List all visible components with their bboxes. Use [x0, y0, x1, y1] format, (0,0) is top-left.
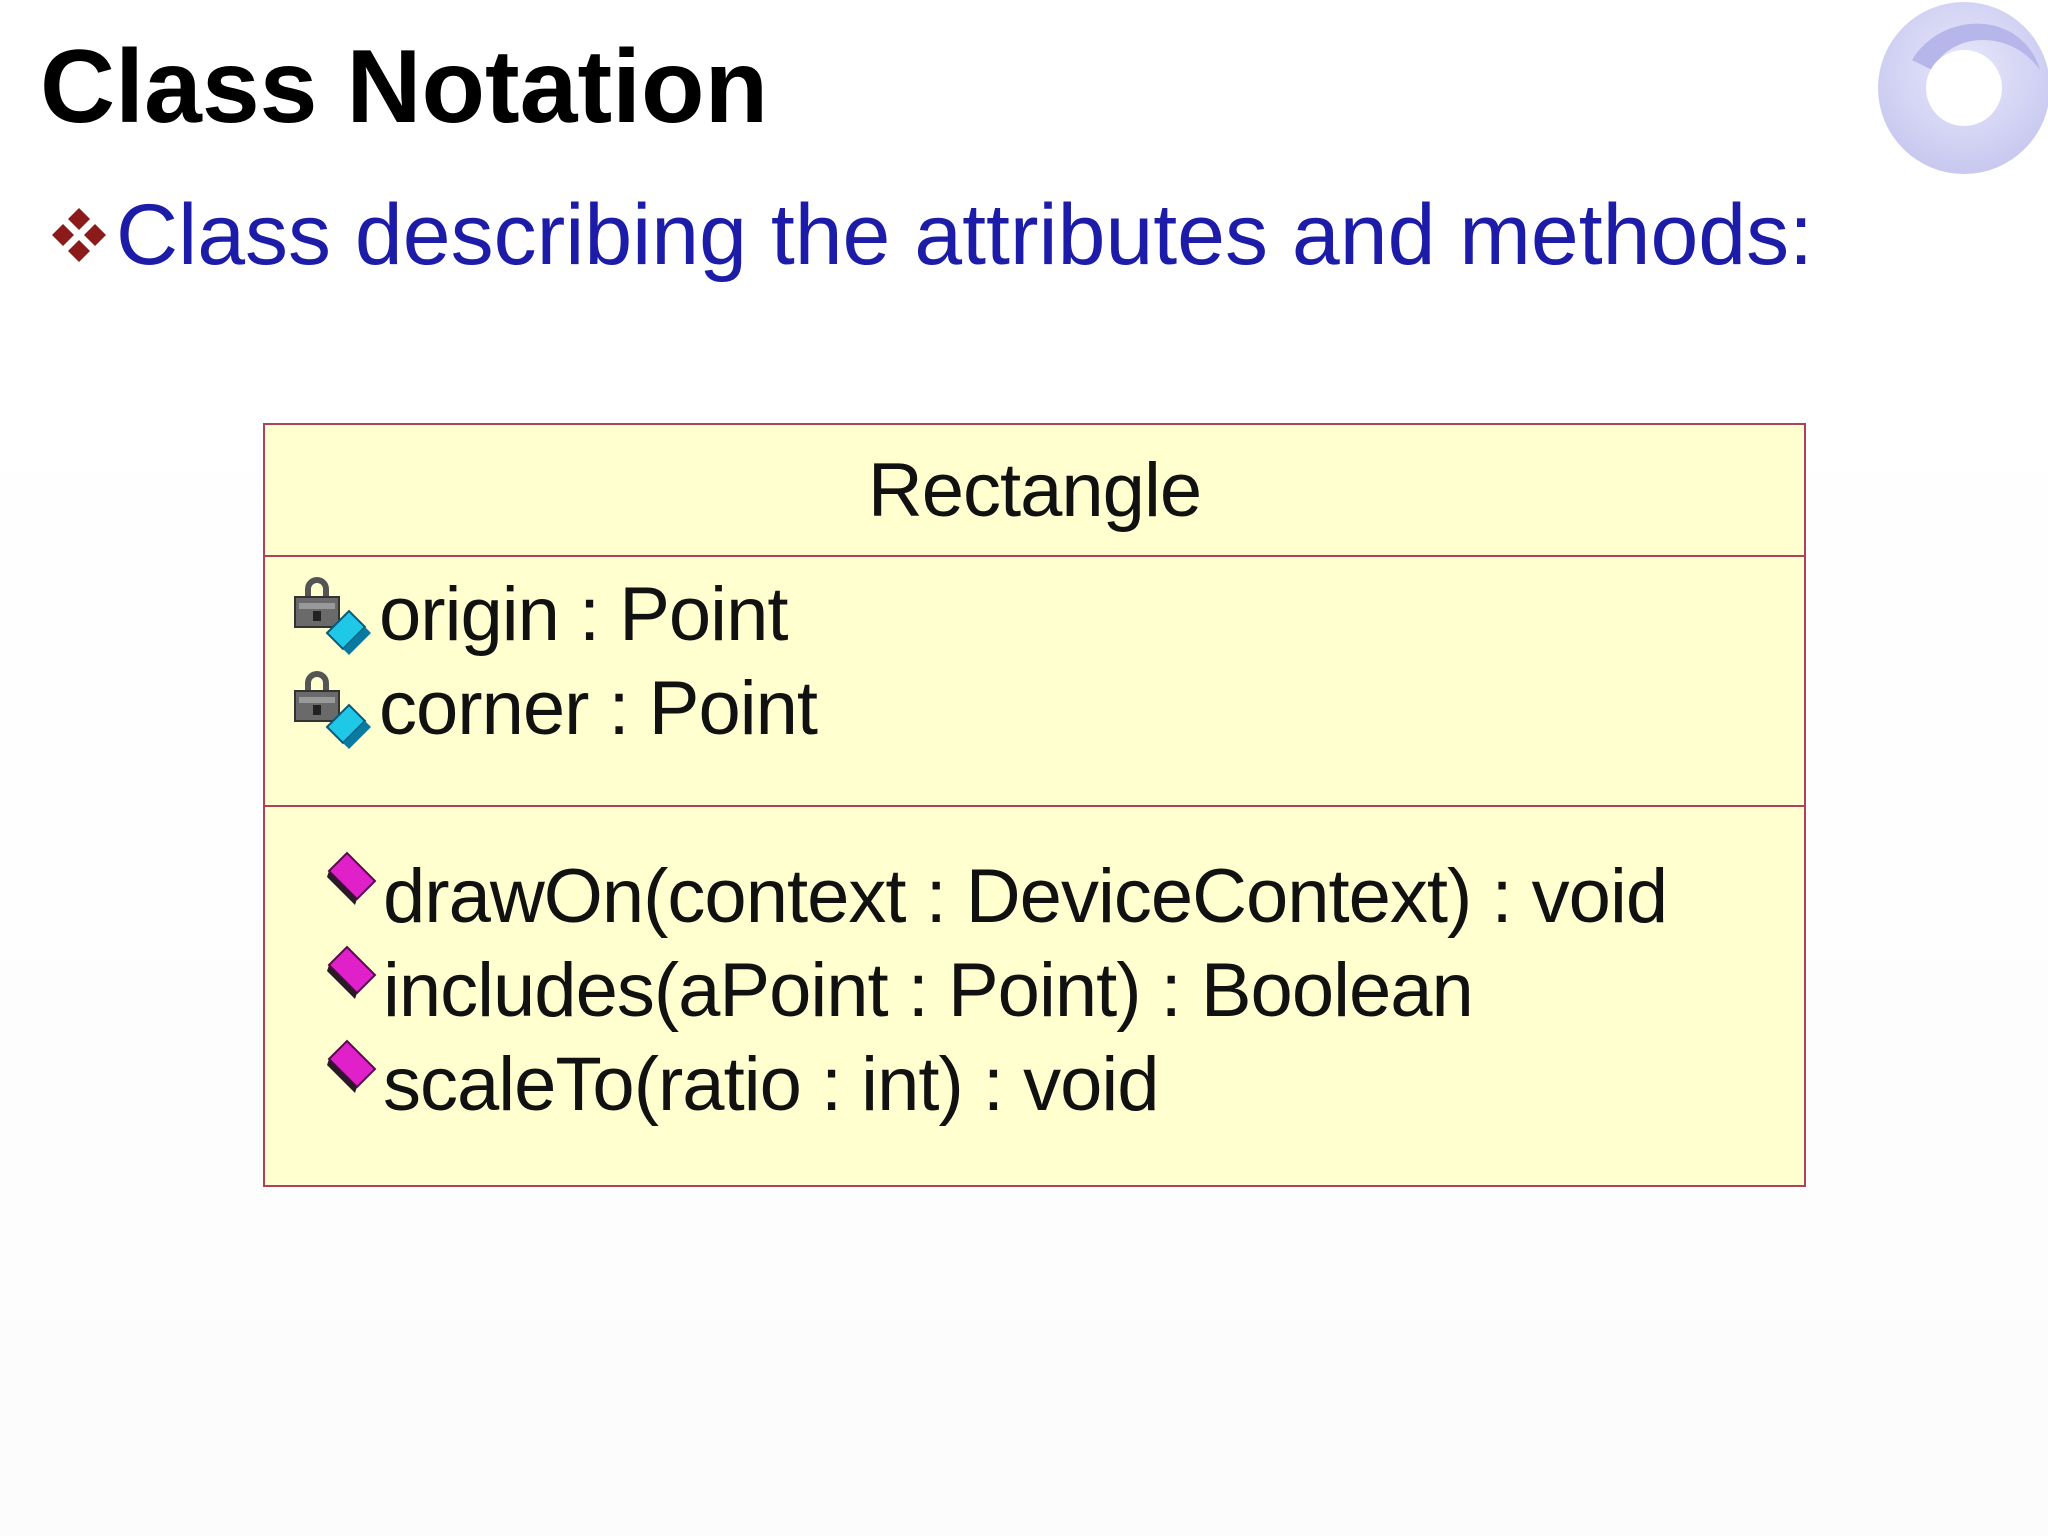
public-operation-icon [327, 1039, 377, 1093]
uml-class-box: Rectangle origin : Point corne [263, 423, 1806, 1187]
private-attribute-icon [294, 577, 371, 655]
bullet-item: Class describing the attributes and meth… [44, 188, 1813, 283]
class-name-compartment: Rectangle [265, 425, 1804, 557]
attribute-text: origin : Point [379, 572, 788, 657]
public-operation-icon [327, 945, 377, 999]
attribute-text: corner : Point [379, 666, 818, 751]
diamond-bullet-icon [52, 208, 106, 263]
operations-compartment: drawOn(context : DeviceContext) : void i… [265, 807, 1804, 1187]
attribute-row: corner : Point [287, 661, 818, 757]
operation-row: drawOn(context : DeviceContext) : void [325, 851, 1668, 939]
attributes-compartment: origin : Point corner : Point [265, 557, 1804, 807]
attribute-row: origin : Point [287, 567, 788, 663]
operation-row: includes(aPoint : Point) : Boolean [325, 945, 1474, 1033]
operation-text: includes(aPoint : Point) : Boolean [383, 948, 1474, 1033]
operation-text: drawOn(context : DeviceContext) : void [383, 854, 1668, 939]
operation-row: scaleTo(ratio : int) : void [325, 1039, 1160, 1127]
operation-text: scaleTo(ratio : int) : void [383, 1042, 1160, 1127]
slide-title: Class Notation [40, 29, 769, 145]
logo-swirl-icon [1878, 2, 2048, 174]
bullet-text: Class describing the attributes and meth… [116, 187, 1814, 283]
class-name: Rectangle [867, 447, 1202, 533]
public-operation-icon [327, 851, 377, 905]
private-attribute-icon [294, 671, 371, 749]
